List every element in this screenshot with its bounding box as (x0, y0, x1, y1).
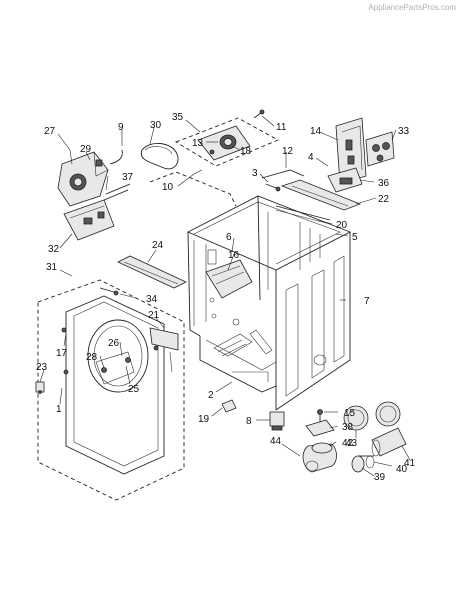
callout-6: 6 (226, 232, 232, 243)
part-3-screw (265, 183, 281, 192)
callout-14: 14 (310, 126, 322, 137)
callout-27: 27 (44, 126, 56, 137)
callout-3: 3 (252, 168, 258, 179)
part-38-gasket (305, 419, 335, 437)
callout-4: 4 (308, 152, 314, 163)
part-33-switches (365, 131, 395, 167)
part-35-group (174, 109, 280, 167)
callout-2: 2 (208, 390, 214, 401)
callout-33: 33 (398, 126, 410, 137)
callout-36: 36 (378, 178, 390, 189)
part-19-clip (221, 399, 237, 413)
callout-44: 44 (270, 436, 282, 447)
part-12-wire (261, 169, 305, 179)
callout-1: 1 (56, 404, 62, 415)
callout-37: 37 (122, 172, 134, 183)
part-22-rail (280, 179, 362, 211)
assembly-dashline (149, 171, 237, 207)
callout-31: 31 (46, 262, 58, 273)
part-27-blower (57, 151, 109, 207)
callout-21: 21 (148, 310, 160, 321)
callout-39: 39 (374, 472, 386, 483)
callout-34: 34 (146, 294, 158, 305)
callout-17: 17 (56, 348, 68, 359)
leader-lines (39, 115, 411, 477)
part-34-wire (99, 287, 119, 296)
callout-5: 5 (352, 232, 358, 243)
callout-20: 20 (336, 220, 348, 231)
cabinet (186, 195, 352, 411)
callout-8: 8 (246, 416, 252, 427)
callout-41: 41 (404, 458, 416, 469)
callout-labels: 27 9 30 35 11 14 33 13 29 18 12 4 37 3 1… (36, 112, 416, 483)
callout-13: 13 (192, 138, 204, 149)
part-37-clip (103, 183, 131, 201)
callout-43: 43 (346, 438, 358, 449)
callout-11: 11 (276, 122, 287, 133)
callout-26: 26 (108, 338, 120, 349)
callout-38: 38 (342, 422, 354, 433)
callout-19: 19 (198, 414, 210, 425)
callout-9: 9 (118, 122, 124, 133)
callout-24: 24 (152, 240, 164, 251)
part-30-belt (140, 143, 179, 170)
callout-30: 30 (150, 120, 162, 131)
part-14-panel (335, 117, 367, 185)
callout-32: 32 (48, 244, 60, 255)
part-41-duct (371, 427, 407, 457)
callout-25: 25 (128, 384, 140, 395)
part-39-40-clamp (351, 455, 375, 473)
callout-22: 22 (378, 194, 390, 205)
callout-15: 15 (344, 408, 356, 419)
callout-12: 12 (282, 146, 294, 157)
part-42-44-elbow (302, 442, 337, 473)
callout-7: 7 (364, 296, 370, 307)
part-8-foot (269, 411, 285, 431)
callout-18: 18 (240, 146, 252, 157)
callout-42: 42 (342, 438, 354, 449)
callout-28: 28 (86, 352, 98, 363)
part-32-bracket (63, 199, 115, 241)
part-36-control (327, 167, 363, 193)
part-9-harness (109, 149, 123, 165)
part-43-vent-hood (343, 401, 401, 431)
part-24-rail (117, 255, 187, 289)
callout-40: 40 (396, 464, 408, 475)
watermark: AppliancePartsPros.com (368, 3, 456, 12)
callout-10: 10 (162, 182, 174, 193)
callout-23: 23 (36, 362, 48, 373)
part-20-rail (275, 205, 331, 225)
part-31-front-panel-group (37, 279, 185, 501)
part-16-bracket (205, 259, 253, 299)
callout-35: 35 (172, 112, 184, 123)
callout-29: 29 (80, 144, 92, 155)
callout-16: 16 (228, 250, 240, 261)
part-23-clip (35, 381, 45, 394)
